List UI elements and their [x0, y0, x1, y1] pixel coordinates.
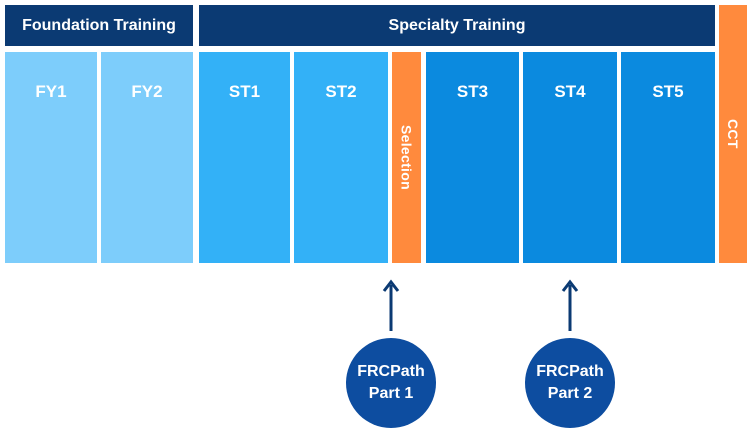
st1-label: ST1	[228, 82, 261, 101]
st2-block: ST2	[294, 52, 388, 263]
st1-block: ST1	[199, 52, 290, 263]
st2-label: ST2	[325, 82, 357, 101]
st5-label: ST5	[652, 82, 684, 101]
foundation-training-header: Foundation Training	[5, 5, 193, 46]
frcpath-part2-line1: FRCPath	[536, 363, 604, 380]
arrow-up-icon	[382, 279, 400, 331]
st3-block: ST3	[426, 52, 519, 263]
frcpath-part2-circle: FRCPath Part 2	[525, 338, 615, 428]
st3-label: ST3	[456, 82, 489, 101]
st4-block: ST4	[523, 52, 617, 263]
specialty-training-label: Specialty Training	[388, 16, 526, 34]
specialty-training-header: Specialty Training	[199, 5, 715, 46]
frcpath-part1-line1: FRCPath	[357, 363, 425, 380]
selection-label: Selection	[398, 125, 415, 190]
cct-label: CCT	[725, 119, 741, 149]
fy2-label: FY2	[131, 82, 163, 101]
foundation-training-label: Foundation Training	[22, 16, 176, 34]
frcpath-part1-circle: FRCPath Part 1	[346, 338, 436, 428]
st4-label: ST4	[554, 82, 586, 101]
frcpath-part1-line2: Part 1	[368, 385, 414, 402]
cct-bar: CCT	[719, 5, 747, 263]
st5-block: ST5	[621, 52, 715, 263]
arrow-up-icon	[561, 279, 579, 331]
selection-bar: Selection	[392, 52, 421, 263]
frcpath-part2-line2: Part 2	[547, 385, 593, 402]
fy1-block: FY1	[5, 52, 97, 263]
fy1-label: FY1	[35, 82, 67, 101]
fy2-block: FY2	[101, 52, 193, 263]
